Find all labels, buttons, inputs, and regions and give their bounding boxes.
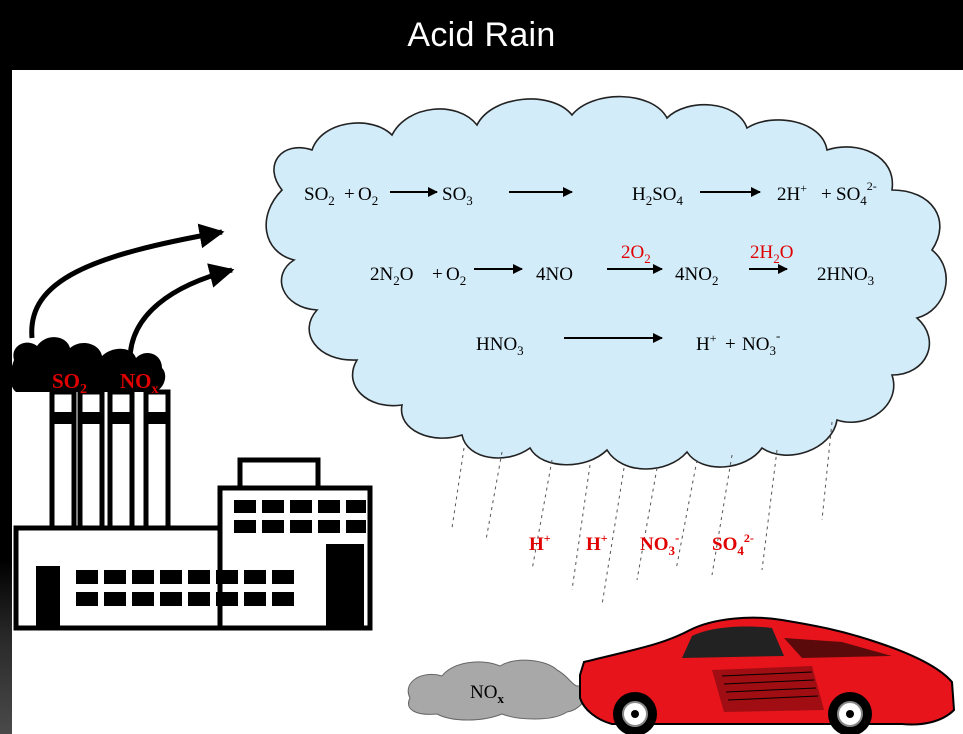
sports-car-icon [579,616,956,734]
eq2-2hno3: 2HNO3 [817,264,874,288]
ion-so4: SO42- [712,531,754,558]
eq3-hno3: HNO3 [476,334,524,358]
eq1-o2: O2 [358,184,378,208]
rain-ions: H+ H+ NO3- SO42- [529,530,754,558]
eq3-h: H+ [696,331,717,355]
so2-label: SO2 [52,369,87,397]
diagram-panel: SO2 + O2 SO3 H2SO4 2H+ + SO42- 2N2O + O2… [12,70,963,734]
exhaust-nox-label: NOx [470,682,504,706]
eq1-2h: 2H+ [777,181,807,205]
slide-title: Acid Rain [407,16,556,54]
eq2-o2: O2 [446,264,466,288]
eq2-catalyst-2o2: 2O2 [621,242,651,266]
nox-label: NOx [120,369,159,397]
eq3-plus: + [725,334,736,355]
eq1-h2so4: H2SO4 [632,184,684,208]
eq3-no3: NO3- [742,328,780,358]
eq1-so4: SO42- [836,179,877,208]
acid-rain-diagram: SO2 + O2 SO3 H2SO4 2H+ + SO42- 2N2O + O2… [12,95,956,734]
eq1-plus2: + [821,184,832,205]
equation-row-2: 2N2O + O2 4NO 2O2 4NO2 2H2O 2HNO3 [370,242,874,288]
eq1-plus: + [344,184,355,205]
factory-icon [12,337,373,631]
ion-no3: NO3- [640,530,679,558]
eq2-4no: 4NO [536,264,573,285]
eq2-4no2: 4NO2 [675,264,718,288]
eq2-n2o: 2N2O [370,264,413,288]
eq2-catalyst-2h2o: 2H2O [750,242,793,266]
eq1-so3: SO3 [442,184,473,208]
ion-h-1: H+ [529,531,551,555]
equation-row-1: SO2 + O2 SO3 H2SO4 2H+ + SO42- [304,179,877,208]
rain-streaks [451,421,833,606]
equation-row-3: HNO3 H+ + NO3- [476,328,780,358]
eq2-plus: + [432,264,443,285]
emission-arrows [29,223,235,361]
eq1-so2: SO2 [304,184,335,208]
ion-h-2: H+ [586,531,608,555]
